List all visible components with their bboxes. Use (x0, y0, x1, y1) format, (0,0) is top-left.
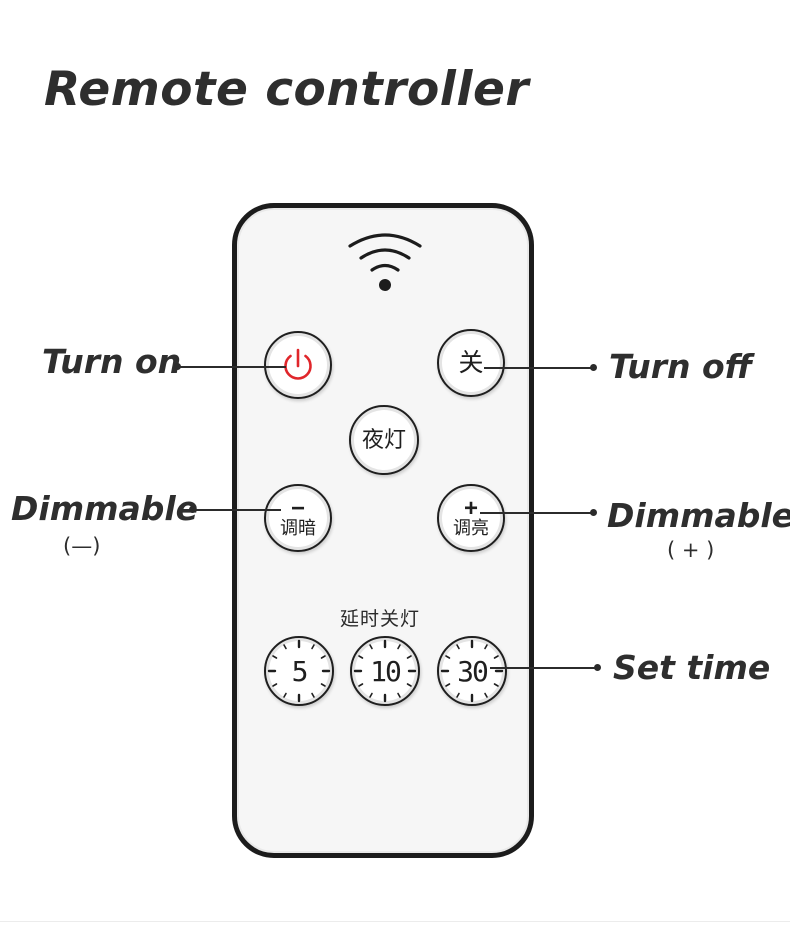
timer-30-label: 30 (457, 654, 489, 688)
page-title: Remote controller (44, 62, 530, 117)
timer-10-label: 10 (370, 654, 402, 688)
timer-caption: 延时关灯 (340, 608, 421, 630)
callout-turn-off-dot (590, 364, 597, 371)
plus-icon: + (463, 494, 478, 522)
callout-dimmable-left: Dimmable (11, 489, 199, 528)
callout-turn-off-line (484, 367, 594, 369)
callout-set-time-line (490, 667, 596, 669)
callout-turn-on-dot (174, 363, 181, 370)
callout-dimmable-left-line (193, 509, 281, 511)
night-light-label: 夜灯 (361, 427, 406, 452)
minus-icon: − (290, 494, 305, 522)
callout-turn-off: Turn off (609, 347, 753, 386)
callout-dimmable-right-sub: ( + ) (667, 538, 715, 562)
callout-turn-on: Turn on (42, 342, 182, 381)
callout-dimmable-right: Dimmable (607, 496, 790, 535)
callout-dimmable-right-dot (590, 509, 597, 516)
clock-ticks-icon (267, 639, 331, 703)
off-button[interactable]: 关 (437, 329, 505, 397)
dim-up-label: 调亮 (453, 518, 489, 539)
timer-10-button[interactable]: 10 (350, 636, 420, 706)
timer-30-button[interactable]: 30 (437, 636, 507, 706)
callout-dimmable-right-line (480, 512, 594, 514)
dim-down-label: 调暗 (280, 518, 316, 539)
night-light-button[interactable]: 夜灯 (349, 405, 419, 475)
callout-dimmable-left-sub: (—) (63, 534, 101, 558)
power-button[interactable] (264, 331, 332, 399)
clock-ticks-icon (440, 639, 504, 703)
callout-set-time-dot (594, 664, 601, 671)
timer-5-button[interactable]: 5 (264, 636, 334, 706)
timer-5-label: 5 (291, 654, 309, 688)
callout-dimmable-left-dot (189, 506, 196, 513)
dim-down-button[interactable]: − 调暗 (264, 484, 332, 552)
off-button-label: 关 (458, 348, 484, 377)
clock-ticks-icon (353, 639, 417, 703)
callout-turn-on-line (178, 366, 286, 368)
power-icon (284, 348, 312, 380)
bottom-divider (0, 921, 790, 922)
signal-icon (348, 233, 422, 291)
dim-up-button[interactable]: + 调亮 (437, 484, 505, 552)
callout-set-time: Set time (613, 648, 771, 687)
